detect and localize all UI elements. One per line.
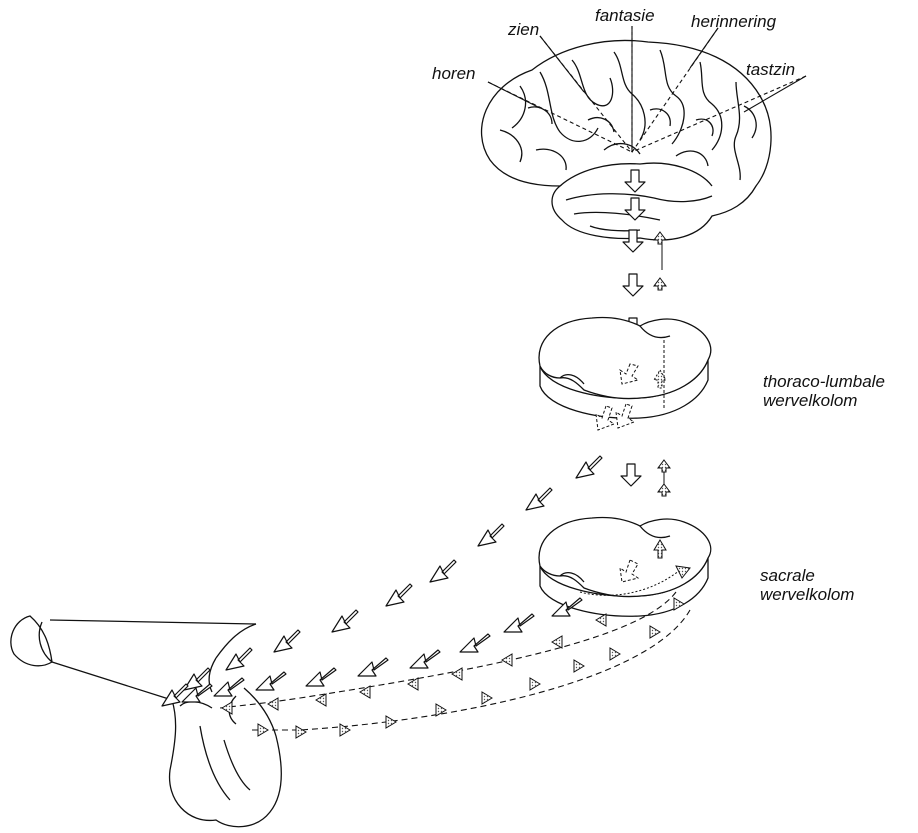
label-sacral-line1: sacrale bbox=[760, 566, 854, 585]
label-thoracolumbar-line2: wervelkolom bbox=[763, 391, 885, 410]
label-herinnering: herinnering bbox=[691, 12, 776, 31]
label-thoracolumbar-vertebra: thoraco-lumbale wervelkolom bbox=[763, 372, 885, 410]
sacral-vertebra bbox=[539, 517, 711, 616]
label-thoracolumbar-line1: thoraco-lumbale bbox=[763, 372, 885, 391]
brain-leader-lines bbox=[488, 26, 806, 152]
label-zien: zien bbox=[508, 20, 539, 39]
label-tastzin: tastzin bbox=[746, 60, 795, 79]
label-sacral-line2: wervelkolom bbox=[760, 585, 854, 604]
label-horen: horen bbox=[432, 64, 475, 83]
penis-drawing bbox=[11, 616, 281, 827]
thoracolumbar-vertebra bbox=[539, 317, 711, 430]
label-sacral-vertebra: sacrale wervelkolom bbox=[760, 566, 854, 604]
descending-arrows-to-penis bbox=[162, 456, 602, 706]
label-fantasie: fantasie bbox=[595, 6, 655, 25]
